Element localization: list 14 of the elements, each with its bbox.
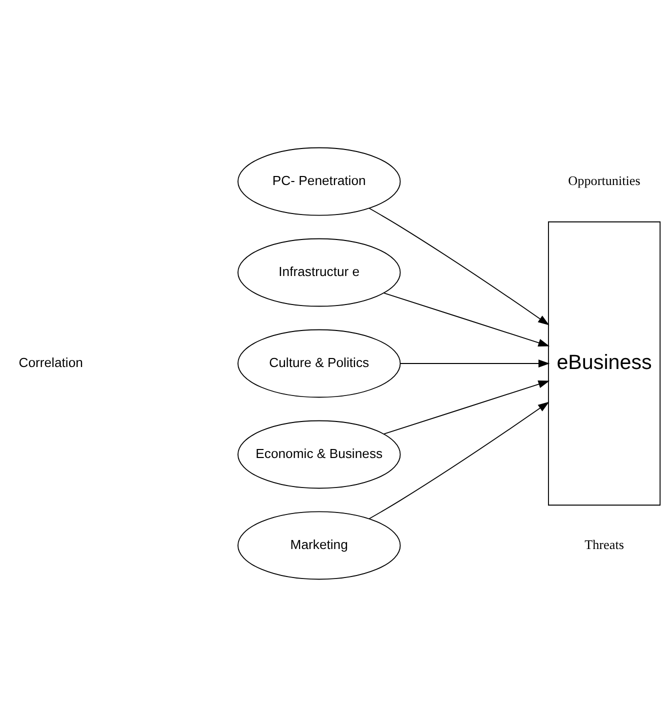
arrow (384, 380, 550, 434)
node-ellipse: Marketing (238, 510, 401, 580)
node-ellipse: PC- Penetration (238, 146, 401, 216)
label: Threats (584, 536, 624, 552)
label: Opportunities (568, 172, 640, 188)
arrow (400, 359, 550, 367)
node-box: eBusiness (548, 220, 661, 506)
node-ellipse: Infrastructur e (238, 238, 401, 306)
arrow (368, 401, 550, 519)
node-ellipse: Economic & Business (238, 420, 401, 488)
arrow (384, 292, 550, 346)
arrow (368, 207, 550, 325)
label: Correlation (18, 354, 83, 370)
node-ellipse: Culture & Politics (238, 328, 401, 398)
